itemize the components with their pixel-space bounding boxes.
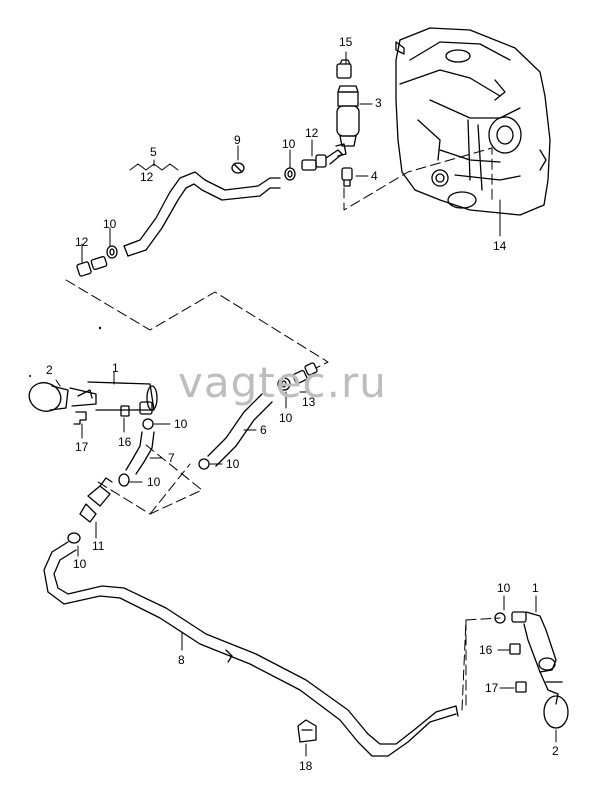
callout-9: 9 — [234, 133, 241, 147]
callout-10: 10 — [174, 417, 188, 431]
callout-14: 14 — [493, 239, 507, 253]
callout-1: 1 — [532, 581, 539, 595]
callout-16: 16 — [118, 435, 132, 449]
callout-8: 8 — [178, 653, 185, 667]
callout-3: 3 — [375, 96, 382, 110]
stray-dot — [29, 375, 31, 377]
callout-13: 13 — [302, 395, 316, 409]
callout-10: 10 — [497, 581, 511, 595]
callout-leaders — [55, 51, 557, 757]
stray-dot — [98, 326, 102, 330]
hose-6 — [198, 362, 318, 470]
callout-16: 16 — [479, 643, 493, 657]
hose-5 — [76, 171, 281, 277]
callout-2: 2 — [552, 744, 559, 758]
callout-12: 12 — [140, 170, 154, 184]
hose-8 — [43, 541, 459, 757]
callout-11: 11 — [92, 539, 105, 553]
callout-18: 18 — [299, 759, 313, 773]
callout-2: 2 — [46, 363, 53, 377]
callout-10: 10 — [282, 137, 296, 151]
hose-connector-group-top — [231, 143, 347, 181]
callout-10: 10 — [73, 557, 87, 571]
hose-7 — [118, 431, 155, 487]
callout-10: 10 — [226, 457, 240, 471]
callout-15: 15 — [339, 35, 353, 49]
callout-10: 10 — [147, 475, 161, 489]
callout-17: 17 — [75, 440, 89, 454]
callout-6: 6 — [260, 423, 267, 437]
callout-10: 10 — [279, 411, 293, 425]
callout-12: 12 — [75, 235, 89, 249]
callout-1: 1 — [112, 361, 119, 375]
callout-5: 5 — [150, 145, 157, 159]
callout-12: 12 — [305, 126, 319, 140]
washer-pump — [336, 59, 360, 187]
clip-18 — [297, 719, 317, 743]
callout-10: 10 — [103, 217, 117, 231]
watermark: vagtec.ru — [178, 358, 387, 407]
right-nozzle-assembly — [494, 611, 569, 729]
washer-reservoir — [395, 27, 551, 216]
t-piece-11 — [67, 477, 113, 544]
callout-17: 17 — [485, 681, 499, 695]
callout-7: 7 — [168, 451, 175, 465]
dashed-leader-lines — [65, 147, 501, 711]
callout-4: 4 — [371, 169, 378, 183]
left-nozzle-assembly — [28, 381, 158, 430]
